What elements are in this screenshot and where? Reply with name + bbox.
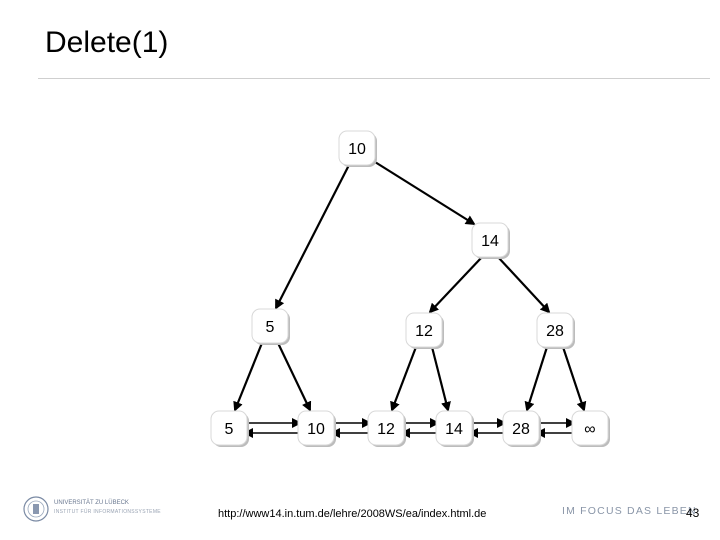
edge-n10-n14: [374, 161, 476, 226]
node-label-n10: 10: [348, 141, 366, 158]
node-label-n5: 5: [266, 319, 275, 336]
edge-n14-n12: [428, 256, 483, 314]
logo-line-1: UNIVERSITÄT ZU LÜBECK: [54, 500, 129, 506]
edge-n28-linf: [561, 346, 587, 412]
node-label-n14: 14: [481, 233, 499, 250]
edge-n10-n5: [275, 164, 350, 310]
node-l28: 28: [502, 410, 541, 447]
node-n10: 10: [338, 130, 377, 167]
node-label-n28: 28: [546, 323, 564, 340]
node-label-linf: ∞: [584, 421, 595, 438]
page-number: 43: [686, 506, 700, 520]
university-logo: UNIVERSITÄT ZU LÜBECK INSTITUT FÜR INFOR…: [22, 492, 162, 526]
university-seal-icon: [23, 496, 49, 522]
node-linf: ∞: [571, 410, 610, 447]
node-label-l28: 28: [512, 421, 530, 438]
tree-nodes: 10 14 5 12 28 5 10 12 14 28 ∞: [210, 130, 610, 447]
node-l5: 5: [210, 410, 249, 447]
node-label-l14: 14: [445, 421, 463, 438]
node-n12: 12: [405, 312, 444, 349]
node-l10: 10: [297, 410, 336, 447]
node-l14: 14: [435, 410, 474, 447]
node-label-l5: 5: [225, 421, 234, 438]
edge-n5-l10: [277, 342, 312, 412]
node-label-n12: 12: [415, 323, 433, 340]
footer-url: http://www14.in.tum.de/lehre/2008WS/ea/i…: [218, 508, 487, 520]
slogan: IM FOCUS DAS LEBEN: [562, 505, 697, 517]
edge-n14-n28: [497, 256, 551, 314]
node-label-l12: 12: [377, 421, 395, 438]
node-label-l10: 10: [307, 421, 325, 438]
slide-title: Delete(1): [45, 26, 169, 59]
node-n14: 14: [471, 222, 510, 259]
node-n5: 5: [251, 308, 290, 345]
node-n28: 28: [536, 312, 575, 349]
edge-n28-l28: [524, 346, 549, 412]
edge-n12-l14: [430, 346, 451, 412]
node-l12: 12: [367, 410, 406, 447]
logo-line-2: INSTITUT FÜR INFORMATIONSSYSTEME: [54, 509, 161, 515]
edge-n12-l12: [390, 346, 418, 412]
leaf-links: [243, 418, 576, 438]
tree-edges: [233, 161, 587, 412]
edge-n5-l5: [233, 342, 264, 412]
title-divider: [38, 78, 710, 79]
